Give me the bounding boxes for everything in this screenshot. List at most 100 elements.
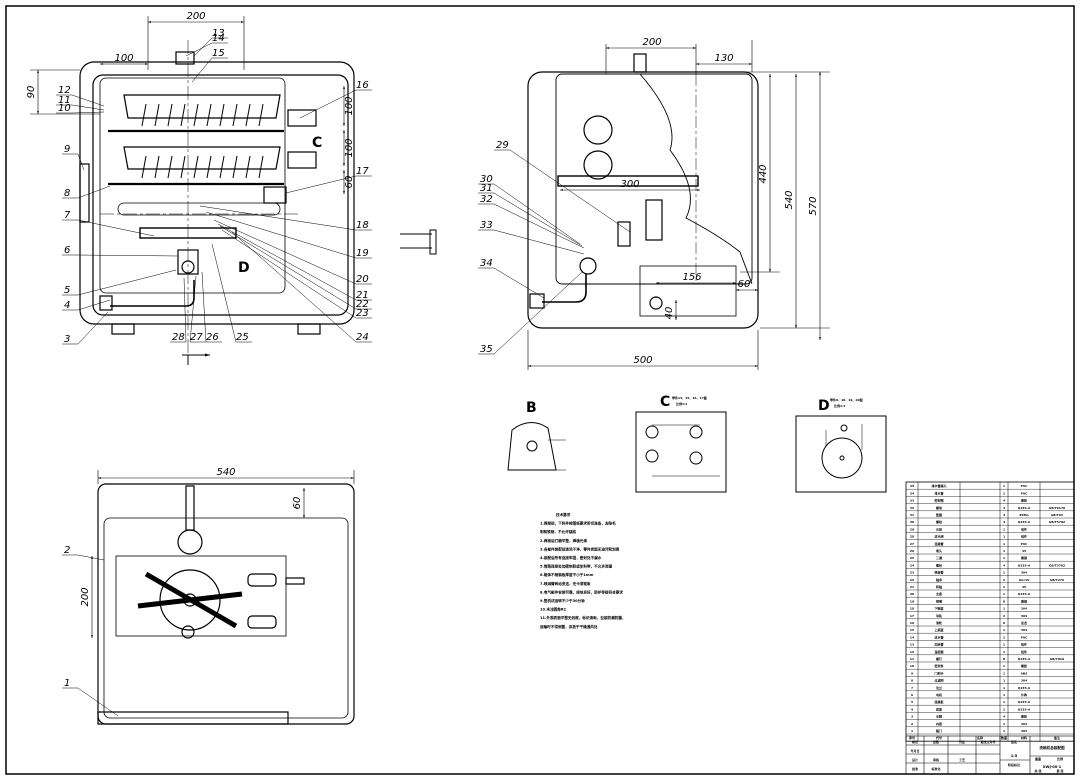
bom-cell: 4 (911, 707, 913, 711)
part-number-29: 29 (496, 140, 509, 151)
title-block-label: 设计 (912, 757, 918, 762)
bom-cell: 内胆 (936, 721, 942, 726)
bom-cell: 8 (1003, 621, 1005, 625)
title-block-field: 共 张 (1034, 768, 1042, 773)
rack-tine (232, 103, 238, 127)
bom-cell: 进水管 (934, 634, 943, 639)
detail-view-d (795, 415, 887, 493)
leader-line (221, 229, 357, 319)
bom-cell: 26 (910, 549, 914, 553)
notes-line: 8.电气部件安装可靠，接地良好，防护等级符合要求 (540, 589, 623, 594)
leader-line (77, 185, 111, 199)
leader-line (77, 153, 85, 171)
bom-cell: 黄铜 (1021, 598, 1027, 603)
part-number-3: 3 (64, 334, 70, 345)
bom-cell: 箱门 (936, 728, 942, 733)
front-view-dimensions (30, 16, 345, 194)
title-block-field: 阶段标记 (1008, 762, 1020, 767)
bom-cell: 连接板 (934, 699, 944, 704)
drain-hose (400, 229, 437, 255)
title-block-label: 年月日 (910, 748, 919, 753)
side-dim-540: 540 (784, 190, 795, 209)
title-block-label: 处数 (932, 739, 939, 744)
front-dim-gap: 60 (344, 176, 355, 189)
bom-cell: 19 (910, 599, 914, 603)
leader-line (77, 554, 105, 561)
bom-header-cell: 材料 (1021, 735, 1027, 740)
bom-cell: 1 (1003, 556, 1005, 560)
drawing-number: XWJ-00-1 (1043, 765, 1062, 769)
detail-view-c-caption: 零件13、15、16、17图 (671, 395, 707, 400)
bom-cell: 轴承 (936, 577, 942, 582)
bom-cell: 34 (910, 491, 914, 495)
bom-cell: Q235-A (1018, 520, 1031, 524)
part-numbers: 3456789101112131415161718192021222324252… (58, 28, 509, 689)
section-mark-c: C (312, 135, 322, 151)
bom-cell: 11 (910, 657, 914, 661)
part-number-17: 17 (356, 166, 369, 177)
part-number-26: 26 (206, 332, 219, 343)
bom-cell: 15 (910, 628, 914, 632)
notes-line: 4.装配后所有连接牢固，密封处不漏水 (540, 555, 602, 560)
part-number-28: 28 (172, 332, 185, 343)
bom-cell: 1 (1003, 686, 1005, 690)
title-block (905, 735, 1075, 775)
bom-cell: 18 (910, 607, 914, 611)
bom-cell: 温控器 (934, 649, 944, 654)
leader-line (493, 183, 581, 245)
rack-tine (258, 103, 264, 127)
bom-cell: 6 (911, 693, 913, 697)
bom-cell: 过滤网 (934, 678, 943, 683)
bom-cell: 14 (910, 635, 914, 639)
rack-tine (167, 103, 173, 127)
top-dim-540: 540 (216, 467, 235, 478)
leader-line (193, 37, 213, 57)
title-block-label: 签名 (1010, 739, 1017, 744)
leader-line (77, 254, 179, 257)
bom-cell: 12 (910, 650, 914, 654)
bom-cell: 橡胶 (1020, 663, 1027, 668)
title-block-label: 标准化 (930, 766, 940, 771)
bom-cell: 4 (1003, 563, 1005, 567)
bom-cell: 8 (1003, 599, 1005, 603)
rack-tine (258, 155, 264, 179)
bom-cell: 7 (911, 686, 913, 690)
front-dim-offset: 100 (114, 53, 133, 64)
part-number-24: 24 (356, 332, 369, 343)
bom-cell: 21 (910, 585, 914, 589)
bom-cell: 排水管 (934, 490, 943, 495)
leader-line (77, 299, 111, 311)
bom-cell: 橡胶 (1020, 714, 1027, 719)
notes-line: 9.整机试运转不少于30分钟 (540, 598, 585, 603)
bom-cell: GB/T5782 (1049, 520, 1065, 524)
bom-cell: 1 (1003, 607, 1005, 611)
bom-cell: 上碗篮 (934, 627, 943, 632)
leader-line (219, 225, 357, 310)
bom-cell: 5 (911, 700, 913, 704)
part-number-4: 4 (64, 300, 70, 311)
part-number-9: 9 (64, 144, 70, 155)
bom-cell: 1 (1003, 542, 1005, 546)
part-number-14: 14 (212, 33, 225, 44)
notes-line: 1.焊接前，下料件按图纸要求剪切准备，去除毛 (540, 521, 616, 526)
bom-cell: Q235-A (1018, 657, 1031, 661)
part-number-6: 6 (64, 245, 70, 256)
bom-cell: 304 (1021, 722, 1027, 726)
leader-line (191, 57, 213, 83)
side-dim-156: 156 (682, 272, 701, 283)
bom-cell: 1 (1003, 635, 1005, 639)
leader-line (493, 271, 583, 355)
rack-tine (167, 155, 173, 179)
